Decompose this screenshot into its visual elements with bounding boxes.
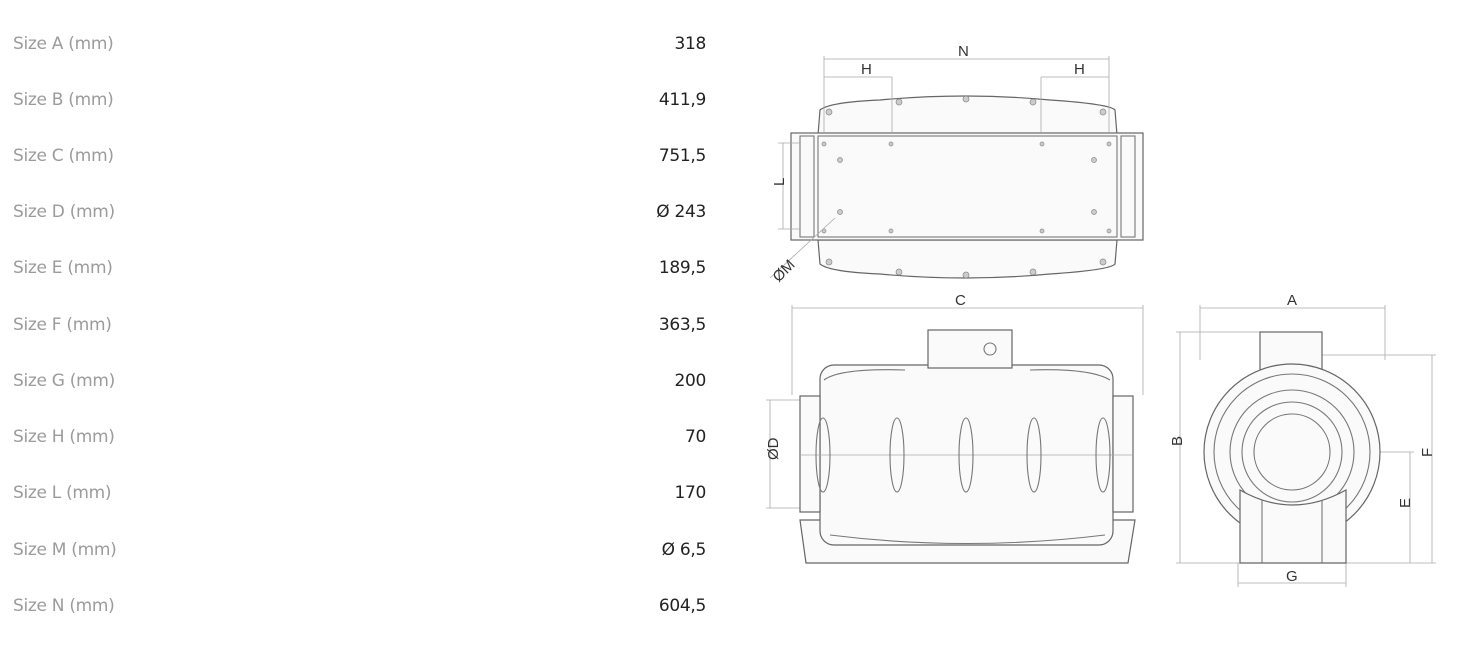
- top-view: N H H L ØM: [769, 43, 1144, 286]
- dim-label-h-right: H: [1074, 61, 1085, 78]
- spec-value: 318: [674, 34, 706, 54]
- spec-label: Size B (mm): [13, 90, 114, 110]
- side-view: C ØD: [765, 292, 1144, 564]
- spec-value: 604,5: [658, 596, 706, 616]
- dim-label-n: N: [958, 43, 969, 60]
- dim-label-m: ØM: [769, 256, 798, 285]
- spec-label: Size C (mm): [13, 146, 114, 166]
- spec-value: 363,5: [658, 315, 706, 335]
- spec-label: Size N (mm): [13, 596, 115, 616]
- spec-row-b: Size B (mm) 411,9: [13, 90, 706, 114]
- spec-row-m: Size M (mm) Ø 6,5: [13, 540, 706, 564]
- spec-row-d: Size D (mm) Ø 243: [13, 202, 706, 226]
- spec-row-h: Size H (mm) 70: [13, 427, 706, 451]
- spec-row-a: Size A (mm) 318: [13, 34, 706, 58]
- dim-label-b: B: [1169, 436, 1186, 446]
- spec-value: 200: [674, 371, 706, 391]
- spec-label: Size F (mm): [13, 315, 112, 335]
- dim-label-f: F: [1419, 448, 1436, 457]
- spec-label: Size E (mm): [13, 258, 113, 278]
- spec-row-f: Size F (mm) 363,5: [13, 315, 706, 339]
- dim-label-g: G: [1286, 568, 1298, 585]
- spec-label: Size D (mm): [13, 202, 115, 222]
- spec-value: 170: [674, 483, 706, 503]
- spec-row-l: Size L (mm) 170: [13, 483, 706, 507]
- spec-label: Size G (mm): [13, 371, 115, 391]
- spec-value: Ø 6,5: [661, 540, 707, 560]
- spec-row-n: Size N (mm) 604,5: [13, 596, 706, 620]
- spec-value: 70: [684, 427, 706, 447]
- spec-label: Size M (mm): [13, 540, 117, 560]
- spec-label: Size L (mm): [13, 483, 112, 503]
- spec-label: Size A (mm): [13, 34, 114, 54]
- spec-row-e: Size E (mm) 189,5: [13, 258, 706, 282]
- spec-value: 189,5: [658, 258, 706, 278]
- spec-value: Ø 243: [656, 202, 706, 222]
- dim-label-a: A: [1287, 292, 1297, 309]
- dim-label-d: ØD: [765, 437, 782, 460]
- spec-row-g: Size G (mm) 200: [13, 371, 706, 395]
- spec-value: 751,5: [658, 146, 706, 166]
- dim-label-h-left: H: [861, 61, 872, 78]
- dim-label-l: L: [771, 178, 788, 186]
- spec-value: 411,9: [658, 90, 706, 110]
- dim-label-e: E: [1397, 498, 1414, 508]
- front-view: A B F E G: [1169, 292, 1436, 587]
- spec-row-c: Size C (mm) 751,5: [13, 146, 706, 170]
- dim-label-c: C: [955, 292, 966, 309]
- spec-label: Size H (mm): [13, 427, 115, 447]
